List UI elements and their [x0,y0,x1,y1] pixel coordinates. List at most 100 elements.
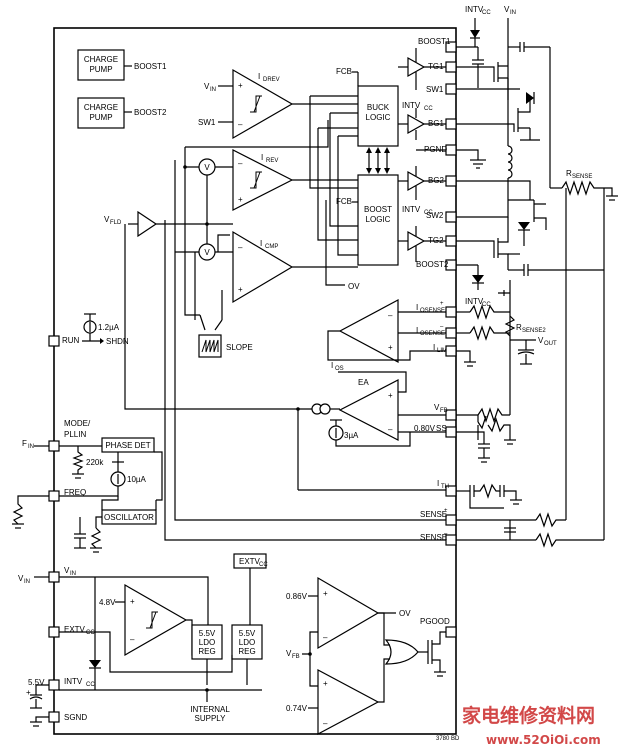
svg-text:–: – [238,159,243,168]
v48-label: 4.8V [99,598,116,607]
v080-label: 0.80V [414,424,436,433]
vin-cmp-label: V [204,82,210,91]
svg-text:CC: CC [424,106,433,112]
svg-text:I: I [416,326,418,335]
pin-iosense-minus [445,327,457,339]
or-gate [384,639,419,665]
buck-logic [357,85,399,147]
svg-text:IN: IN [510,10,516,16]
svg-text:IN: IN [24,579,30,585]
pin-pgood [445,626,457,638]
internal-supply-label: INTERNAL [190,705,230,714]
svg-text:CC: CC [482,10,491,16]
svg-text:FB: FB [440,408,448,414]
svg-text:OSENSE: OSENSE [420,331,445,337]
pin-extvcc [48,626,60,638]
ic-outline [53,27,457,735]
idrev-comparator [232,68,294,140]
svg-text:OS: OS [335,366,344,372]
svg-text:SENSE: SENSE [420,533,447,542]
pin-bg2 [445,175,457,187]
svg-text:OSCILLATOR: OSCILLATOR [104,513,154,522]
charge-pump-2 [77,97,125,129]
svg-text:–: – [388,311,393,320]
svg-text:I: I [416,303,418,312]
svg-text:IN: IN [28,444,34,450]
svg-text:SUPPLY: SUPPLY [195,714,227,723]
svg-text:SW1: SW1 [426,85,444,94]
output-sense-network: R SENSE2 V OUT [456,280,604,548]
pin-sense-plus [445,514,457,526]
svg-text:–: – [444,531,448,537]
pin-mode-pllin [48,440,60,452]
intvcc-label-1: INTV [402,101,421,110]
pin-sgnd [48,711,60,723]
shdn-label: SHDN [106,337,129,346]
svg-text:FB: FB [292,654,300,660]
ea-current-source [311,403,331,415]
svg-text:+: + [444,508,448,514]
svg-text:CC: CC [482,302,491,308]
pin-vin [48,571,60,583]
slope-label: SLOPE [226,343,253,352]
svg-text:REG: REG [198,647,215,656]
charge-pump-2-label2: PUMP [89,113,112,122]
sw1-in-label: SW1 [198,118,216,127]
svg-text:OUT: OUT [544,341,557,347]
svg-text:MODE/: MODE/ [64,419,91,428]
svg-text:SENSE: SENSE [420,510,447,519]
pin-iosense-plus [445,306,457,318]
ov-comparator [317,576,380,650]
svg-text:PLLIN: PLLIN [64,430,86,439]
svg-text:5.5V: 5.5V [239,629,256,638]
comparator-4-8v [124,583,188,657]
svg-text:I: I [433,343,435,352]
svg-text:5.5V: 5.5V [199,629,216,638]
intvcc-label-3: INTV [465,297,484,306]
v086-label: 0.86V [286,592,308,601]
i3ua-label: 3µA [344,431,359,440]
svg-text:REV: REV [266,158,278,164]
svg-text:CC: CC [424,210,433,216]
boost1-out-label: BOOST1 [134,62,167,71]
vin-top-label: V [504,5,510,14]
vfld-label: V [104,215,110,224]
svg-text:–: – [440,324,444,330]
svg-text:+: + [388,391,393,400]
phase-detector [101,437,155,453]
svg-text:PHASE DET: PHASE DET [105,441,150,450]
error-amplifier [338,379,399,441]
svg-text:PGOOD: PGOOD [420,617,450,626]
watermark-url: www.52OiOi.com [486,733,601,747]
external-power-stage: INTV CC V IN [456,5,618,540]
irev-comparator [232,149,294,211]
svg-text:SENSE: SENSE [572,174,592,180]
svg-text:IN: IN [70,571,76,577]
rsense2-label: R [516,323,522,332]
svg-text:BG1: BG1 [428,119,445,128]
ldo-regulator-1 [191,624,223,660]
svg-text:+: + [26,688,31,697]
pin-ss [445,426,457,438]
pin-freq [48,490,60,502]
ios-amplifier [338,298,399,364]
v55-label: 5.5V [28,678,45,687]
svg-text:–: – [388,425,393,434]
svg-text:TG2: TG2 [428,236,444,245]
svg-text:REG: REG [238,647,255,656]
ea-label: EA [358,378,369,387]
pin-tg1 [445,61,457,73]
charge-pump-1-label2: PUMP [89,65,112,74]
svg-text:EXTV: EXTV [239,557,261,566]
svg-text:SS: SS [436,424,447,433]
svg-text:SENSE2: SENSE2 [522,328,546,334]
boost-logic [357,174,399,266]
svg-text:+: + [388,343,393,352]
pin-run [48,335,60,347]
fin-label: F [22,439,27,448]
svg-text:RUN: RUN [62,336,80,345]
svg-text:BOOST1: BOOST1 [418,37,451,46]
vout-label: V [538,336,544,345]
svg-text:DREV: DREV [263,77,280,83]
